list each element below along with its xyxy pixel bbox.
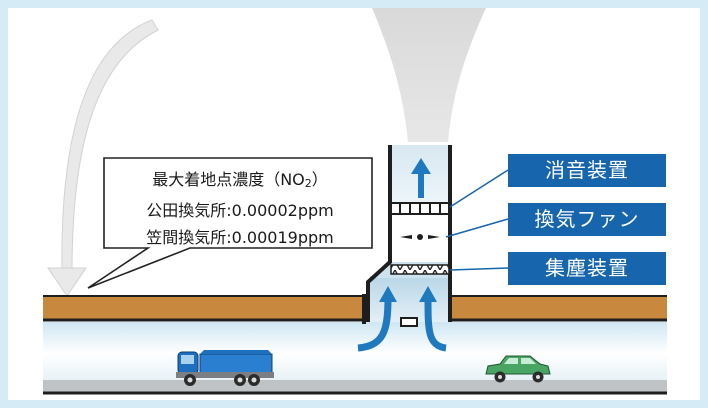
dust-collector-unit (390, 264, 450, 275)
callout-text: 最大着地点濃度（NO2） 公田換気所:0.00002ppm 笠間換気所:0.00… (112, 166, 368, 251)
leader-fan (445, 218, 509, 238)
label-ventilation-fan: 換気ファン (508, 203, 666, 236)
diffusion-arrow (47, 19, 159, 297)
truck (176, 350, 274, 386)
leader-dust-collector (449, 267, 509, 271)
car (485, 355, 551, 383)
fan-unit (400, 234, 440, 240)
leader-silencer (449, 169, 509, 208)
callout-bubble (87, 157, 373, 289)
ground-surface (43, 296, 667, 320)
intake-arrow-left (357, 297, 392, 352)
label-silencer: 消音装置 (508, 154, 666, 187)
callout-title: 最大着地点濃度（NO2） (152, 170, 328, 190)
exhaust-plume (372, 8, 486, 142)
exhaust-up-arrow (411, 158, 431, 198)
label-dust-collector: 集塵装置 (508, 252, 666, 285)
callout-line-kouda: 公田換気所:0.00002ppm (146, 201, 334, 220)
callout-line-kasama: 笠間換気所:0.00019ppm (146, 228, 334, 247)
intake-arrow-right (424, 297, 447, 352)
road (43, 380, 667, 392)
